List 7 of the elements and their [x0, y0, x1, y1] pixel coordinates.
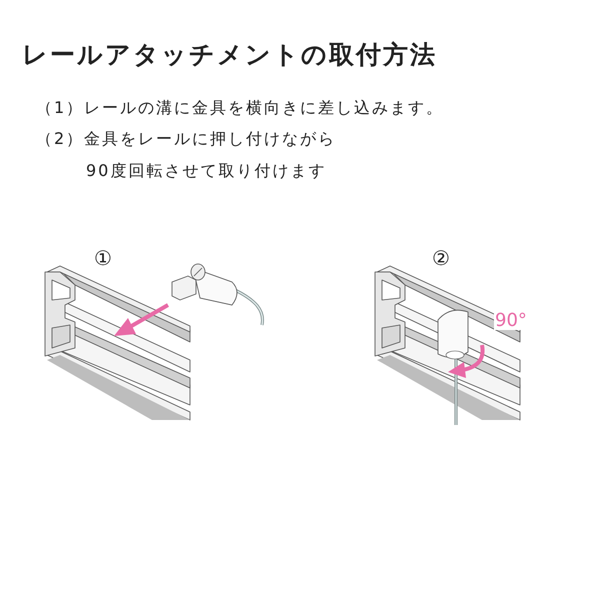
instruction-text: （2）金具をレールに押し付けながら — [36, 128, 336, 150]
title: レールアタッチメントの取付方法 — [22, 39, 437, 71]
step-number: ② — [432, 248, 450, 268]
instruction-text: 90度回転させて取り付けます — [86, 160, 326, 182]
angle-label: 90° — [494, 312, 528, 330]
step-number: ① — [94, 248, 112, 268]
instruction-text: （1）レールの溝に金具を横向きに差し込みます。 — [36, 97, 444, 119]
